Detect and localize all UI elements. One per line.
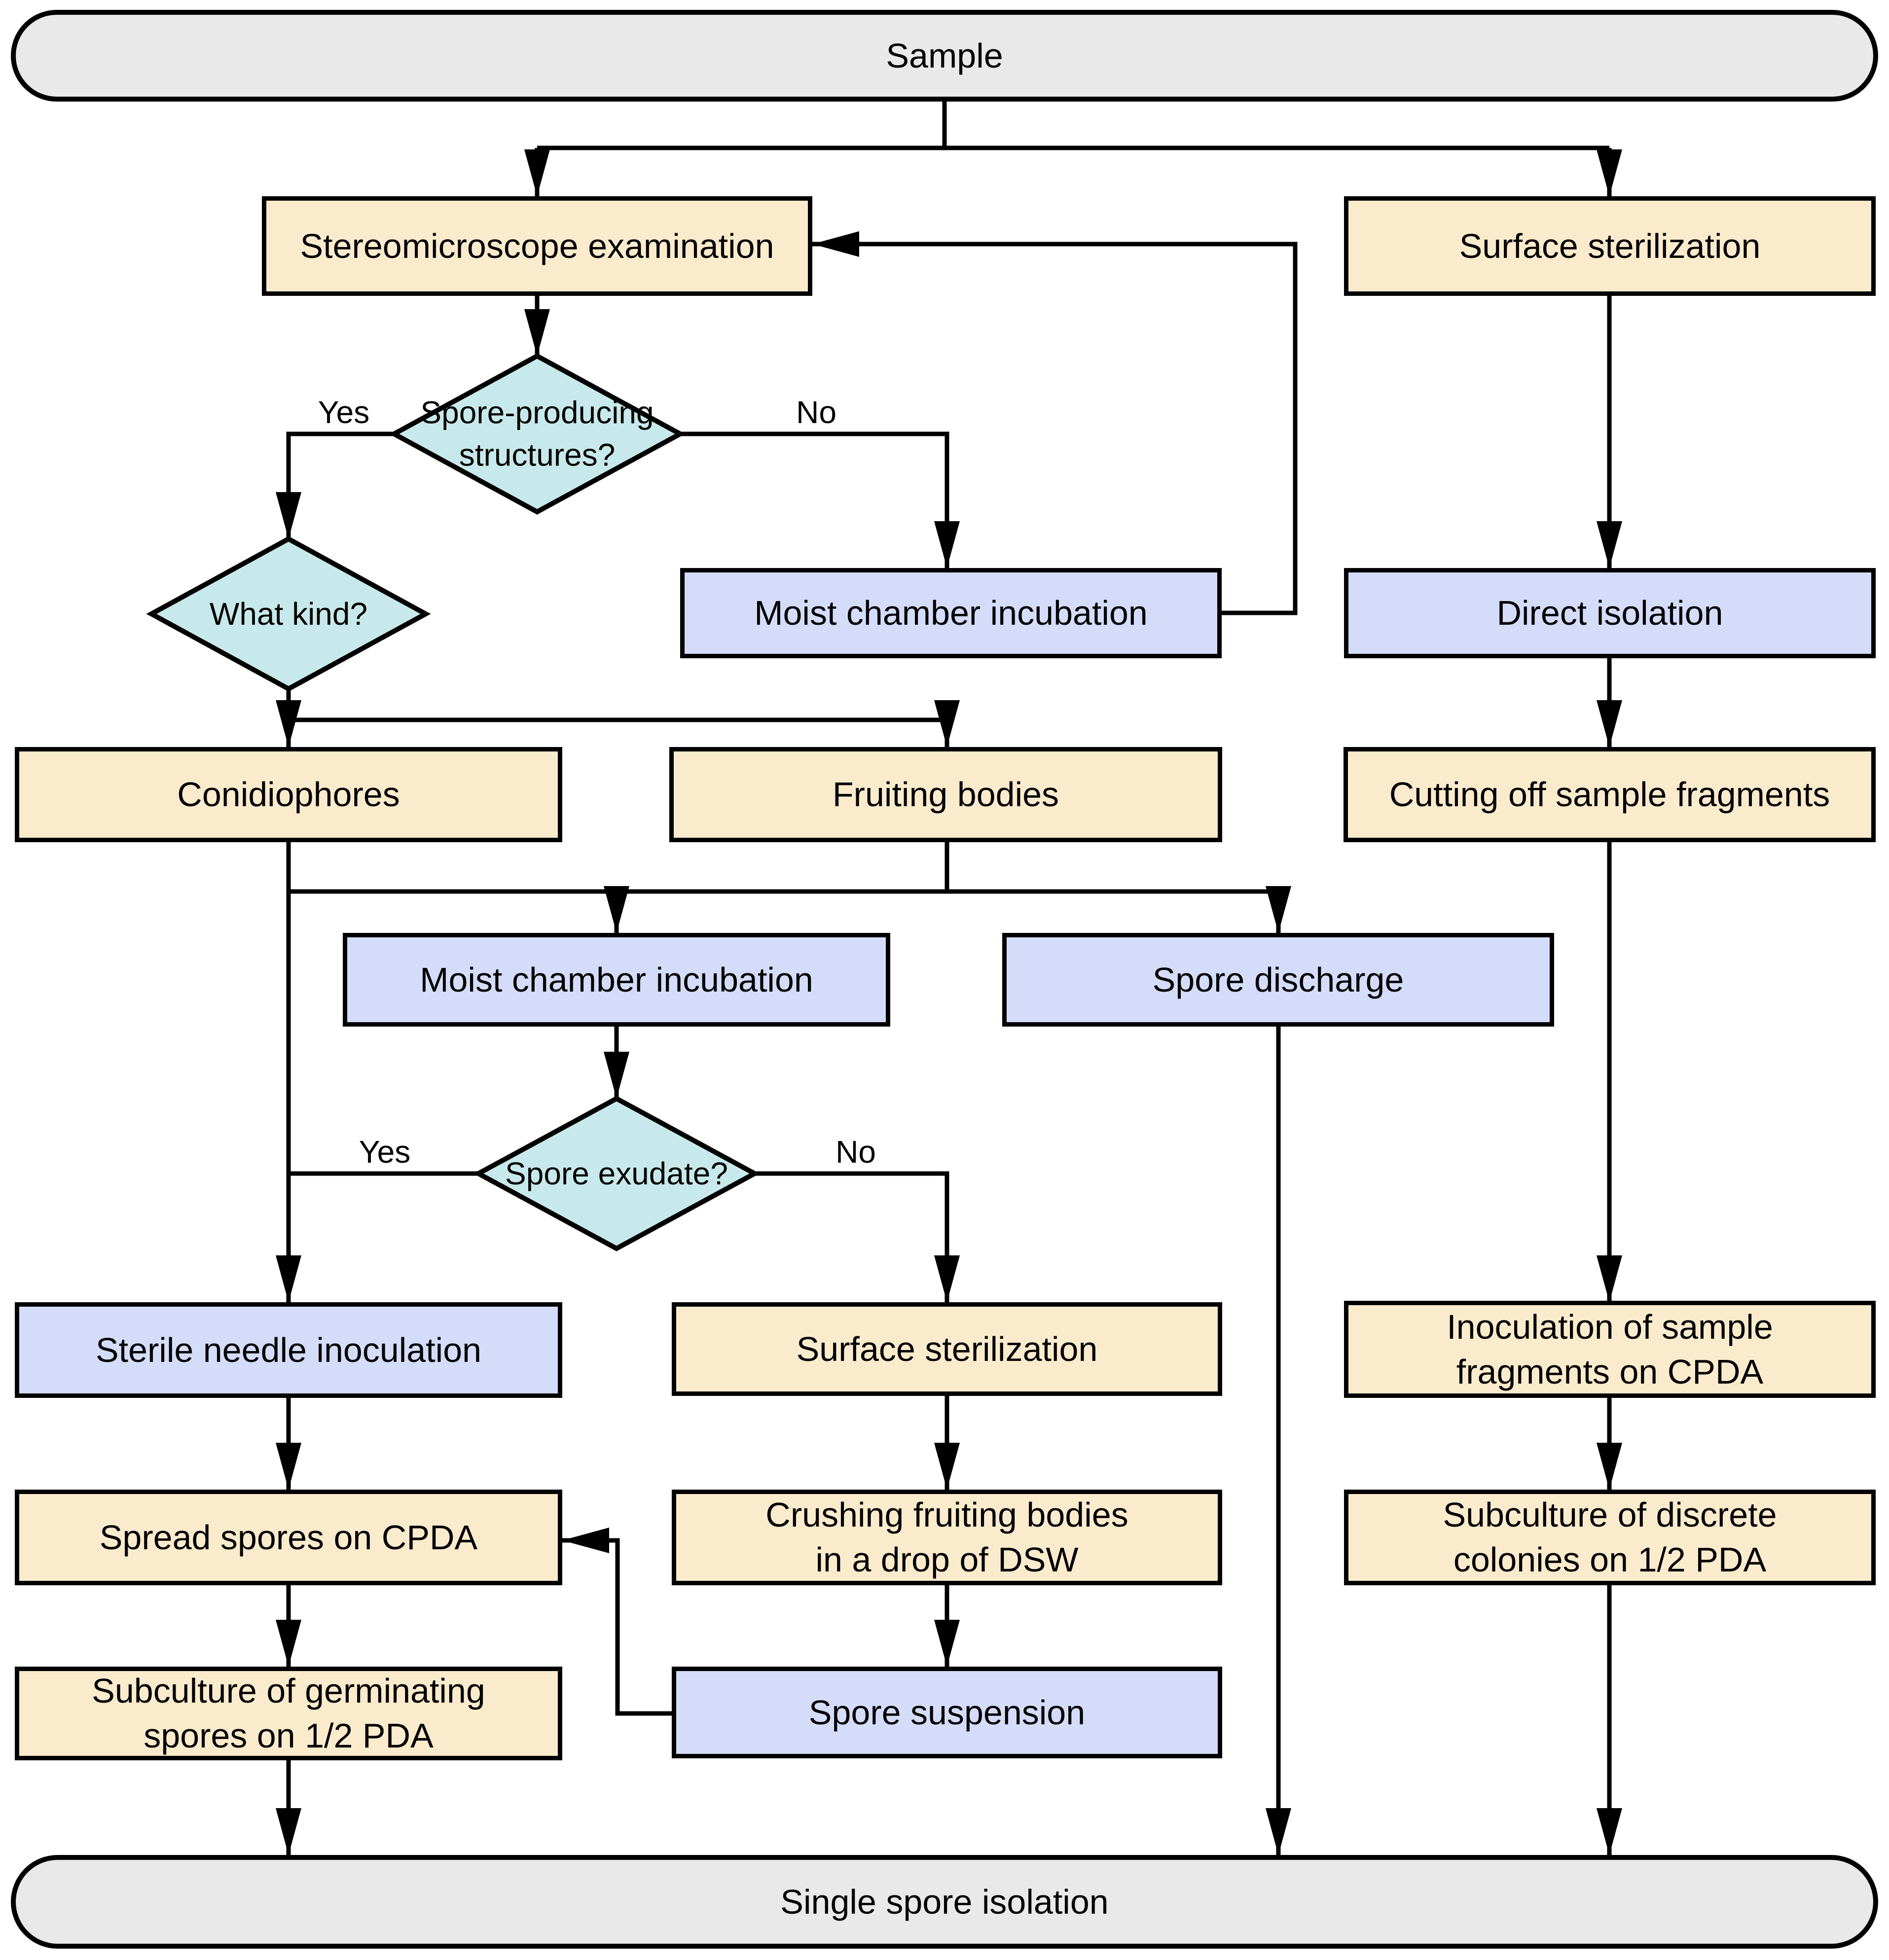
edge-sample-split bbox=[535, 99, 1612, 196]
arrow-into-suspension bbox=[934, 1620, 960, 1667]
decision-what-kind-label: What kind? bbox=[209, 596, 368, 632]
node-moist-chamber-incubation-2: Moist chamber incubation bbox=[343, 933, 890, 1027]
arrow-into-moist1 bbox=[934, 521, 960, 568]
node-surface-sterilization-top: Surface sterilization bbox=[1344, 196, 1876, 296]
node-subculture-germinating-spores: Subculture of germinating spores on 1/2 … bbox=[15, 1667, 562, 1760]
arrow-into-direct bbox=[1597, 521, 1622, 568]
node-crushing-fruiting-bodies-dsw: Crushing fruiting bodies in a drop of DS… bbox=[672, 1490, 1222, 1585]
edge-exudate-no bbox=[755, 1171, 949, 1302]
decision-what-kind-shape bbox=[146, 536, 431, 692]
branch-structures-no-label: No bbox=[796, 394, 836, 430]
arrow-into-crushing bbox=[934, 1443, 960, 1490]
edge-structures-yes bbox=[286, 431, 394, 539]
edge-suspension-to-spread bbox=[562, 1538, 672, 1716]
edge-fruiting-split bbox=[289, 842, 1281, 933]
node-subculture-discrete-colonies: Subculture of discrete colonies on 1/2 P… bbox=[1344, 1490, 1876, 1585]
edge-moist1-feedback bbox=[812, 242, 1298, 615]
arrow-into-stereo-right bbox=[812, 231, 859, 257]
node-spore-discharge: Spore discharge bbox=[1002, 933, 1554, 1027]
arrow-into-germinating bbox=[276, 1620, 301, 1667]
node-sterile-needle-inoculation: Sterile needle inoculation bbox=[15, 1302, 562, 1398]
decision-spore-structures-label: Spore-producing structures? bbox=[420, 394, 654, 473]
arrow-into-surface2 bbox=[934, 1255, 960, 1302]
branch-exudate-no-label: No bbox=[836, 1134, 876, 1170]
node-spore-suspension: Spore suspension bbox=[672, 1667, 1222, 1758]
decision-spore-exudate-label: Spore exudate? bbox=[505, 1155, 728, 1191]
arrow-into-surface1 bbox=[1597, 149, 1622, 196]
arrow-into-exudate bbox=[604, 1052, 629, 1099]
node-moist-chamber-incubation-1: Moist chamber incubation bbox=[680, 568, 1222, 658]
arrow-into-discharge bbox=[1266, 886, 1291, 933]
terminal-sample: Sample bbox=[11, 10, 1878, 102]
arrow-into-needle bbox=[276, 1255, 301, 1302]
node-surface-sterilization-mid: Surface sterilization bbox=[672, 1302, 1222, 1396]
node-conidiophores: Conidiophores bbox=[15, 747, 562, 842]
arrow-into-stereo bbox=[524, 149, 550, 196]
edge-whatkind-split bbox=[286, 689, 949, 747]
arrow-into-spread bbox=[276, 1443, 301, 1490]
node-spread-spores-on-cpda: Spread spores on CPDA bbox=[15, 1490, 562, 1585]
node-stereomicroscope-examination: Stereomicroscope examination bbox=[262, 196, 812, 296]
arrow-right-into-end bbox=[1597, 1808, 1622, 1855]
arrow-mid-into-end bbox=[1266, 1808, 1291, 1855]
arrow-into-spread-right bbox=[562, 1528, 609, 1553]
arrow-into-moist2 bbox=[604, 886, 629, 933]
branch-exudate-yes-label: Yes bbox=[359, 1134, 411, 1170]
arrow-into-cutting bbox=[1597, 700, 1622, 747]
node-direct-isolation: Direct isolation bbox=[1344, 568, 1876, 658]
arrow-into-fruiting bbox=[934, 700, 960, 747]
arrow-into-whatkind bbox=[276, 492, 301, 539]
arrow-into-inoculation bbox=[1597, 1255, 1622, 1302]
decision-spore-structures-shape bbox=[389, 353, 686, 515]
terminal-single-spore-isolation: Single spore isolation bbox=[11, 1855, 1878, 1949]
node-inoculation-of-sample-fragments-cpda: Inoculation of sample fragments on CPDA bbox=[1344, 1301, 1876, 1398]
arrow-into-discrete bbox=[1597, 1443, 1622, 1490]
node-fruiting-bodies: Fruiting bodies bbox=[669, 747, 1222, 842]
decision-spore-exudate-shape bbox=[473, 1096, 760, 1251]
arrow-into-structures bbox=[524, 309, 550, 356]
edge-structures-no bbox=[680, 431, 949, 568]
branch-structures-yes-label: Yes bbox=[318, 394, 370, 430]
arrow-left-into-end bbox=[276, 1808, 301, 1855]
node-cutting-off-sample-fragments: Cutting off sample fragments bbox=[1344, 747, 1876, 842]
arrow-into-conidiophores bbox=[276, 700, 301, 747]
